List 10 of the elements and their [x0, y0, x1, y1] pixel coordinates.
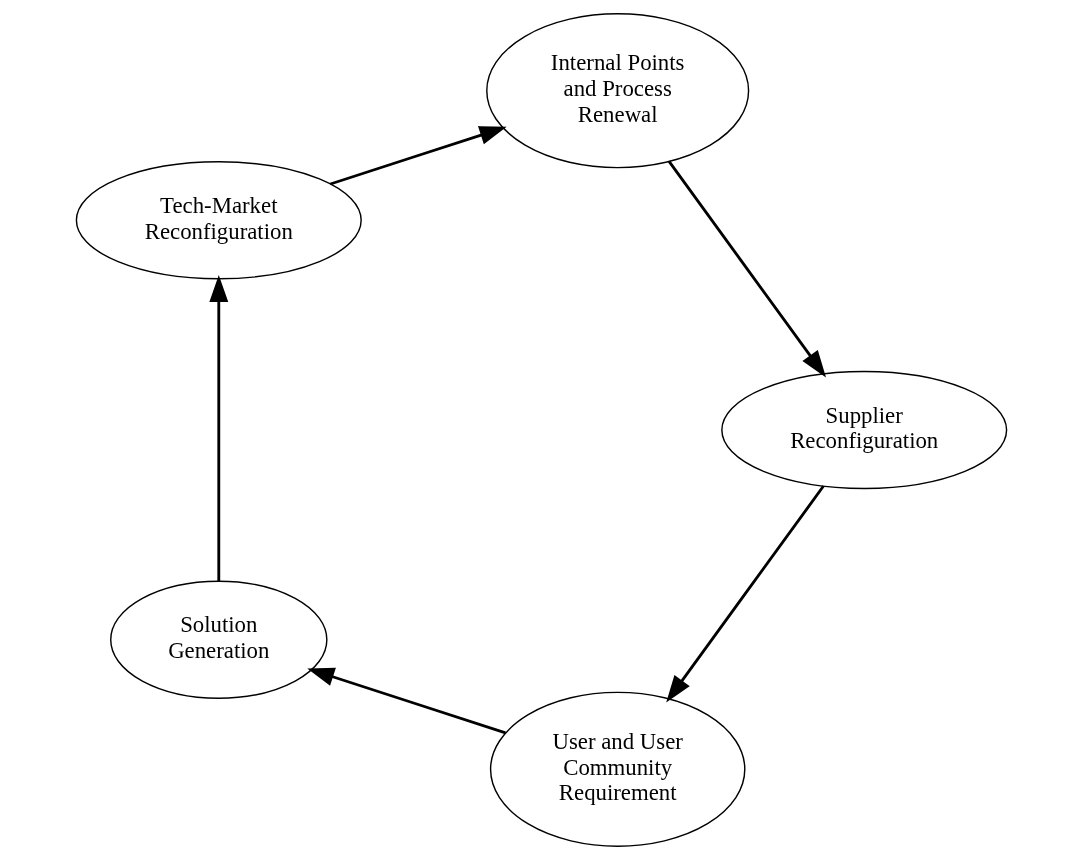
arrow	[329, 126, 507, 186]
arrow	[208, 275, 228, 581]
arrow	[665, 485, 825, 703]
node-ellipse: Supplier Reconfiguration	[720, 370, 1007, 490]
arrow	[667, 160, 826, 378]
node-ellipse: Solution Generation	[109, 580, 328, 699]
arrow	[306, 667, 506, 735]
node-ellipse: Tech-Market Reconfiguration	[75, 161, 362, 280]
node-ellipse: User and User Community Requirement	[489, 691, 745, 847]
node-ellipse: Internal Points and Process Renewal	[485, 13, 749, 169]
